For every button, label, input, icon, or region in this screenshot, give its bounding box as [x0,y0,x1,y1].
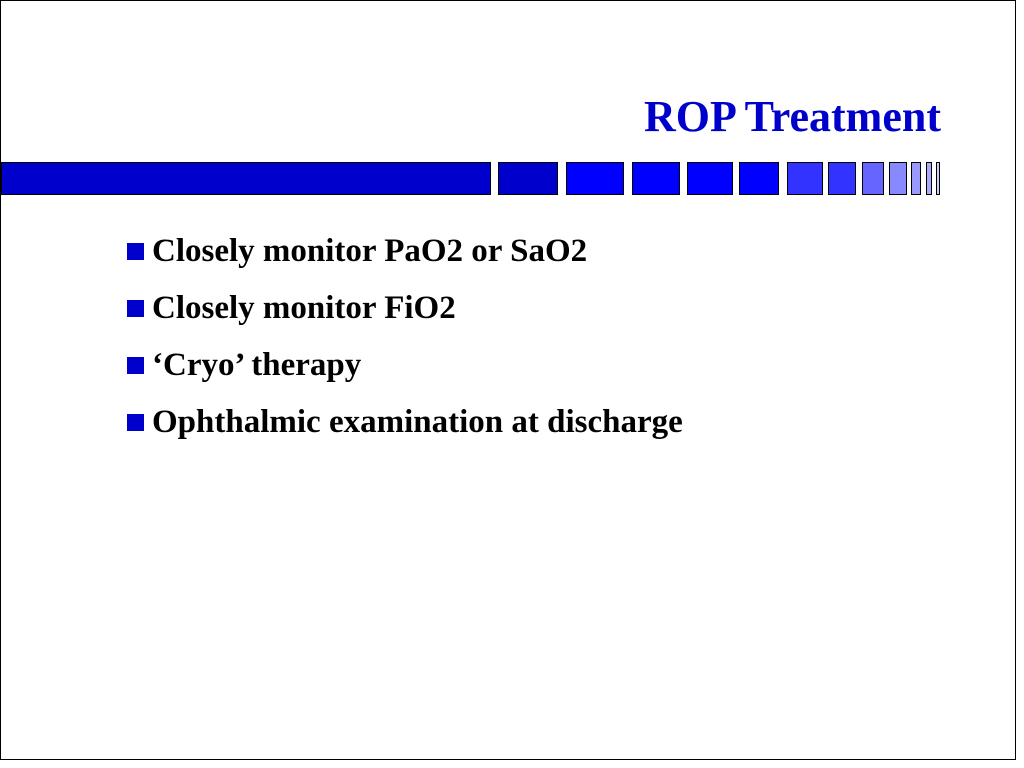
bar-segment [498,162,558,195]
bullet-item: Closely monitor FiO2 [127,280,683,337]
bar-segment [828,162,856,195]
bullet-item: Closely monitor PaO2 or SaO2 [127,223,683,280]
decorative-bar [1,162,1015,195]
bar-segment [787,162,823,195]
bullet-list: Closely monitor PaO2 or SaO2 Closely mon… [127,223,683,451]
bar-segment [926,162,932,195]
bullet-text: ‘Cryo’ therapy [152,347,362,383]
bar-segment [862,162,884,195]
bar-segment [687,162,733,195]
bar-segment [936,162,940,195]
bullet-item: ‘Cryo’ therapy [127,337,683,394]
square-bullet-icon [127,300,144,317]
bar-segment [1,162,491,195]
bar-segment [632,162,680,195]
bar-segment [739,162,779,195]
slide-title: ROP Treatment [644,92,941,141]
bullet-text: Closely monitor FiO2 [152,290,456,326]
square-bullet-icon [127,357,144,374]
bullet-text: Closely monitor PaO2 or SaO2 [152,233,588,269]
square-bullet-icon [127,243,144,260]
bar-segment [889,162,907,195]
bullet-text: Ophthalmic examination at discharge [152,404,683,440]
bullet-item: Ophthalmic examination at discharge [127,394,683,451]
square-bullet-icon [127,414,144,431]
bar-segment [566,162,624,195]
bar-segment [911,162,921,195]
